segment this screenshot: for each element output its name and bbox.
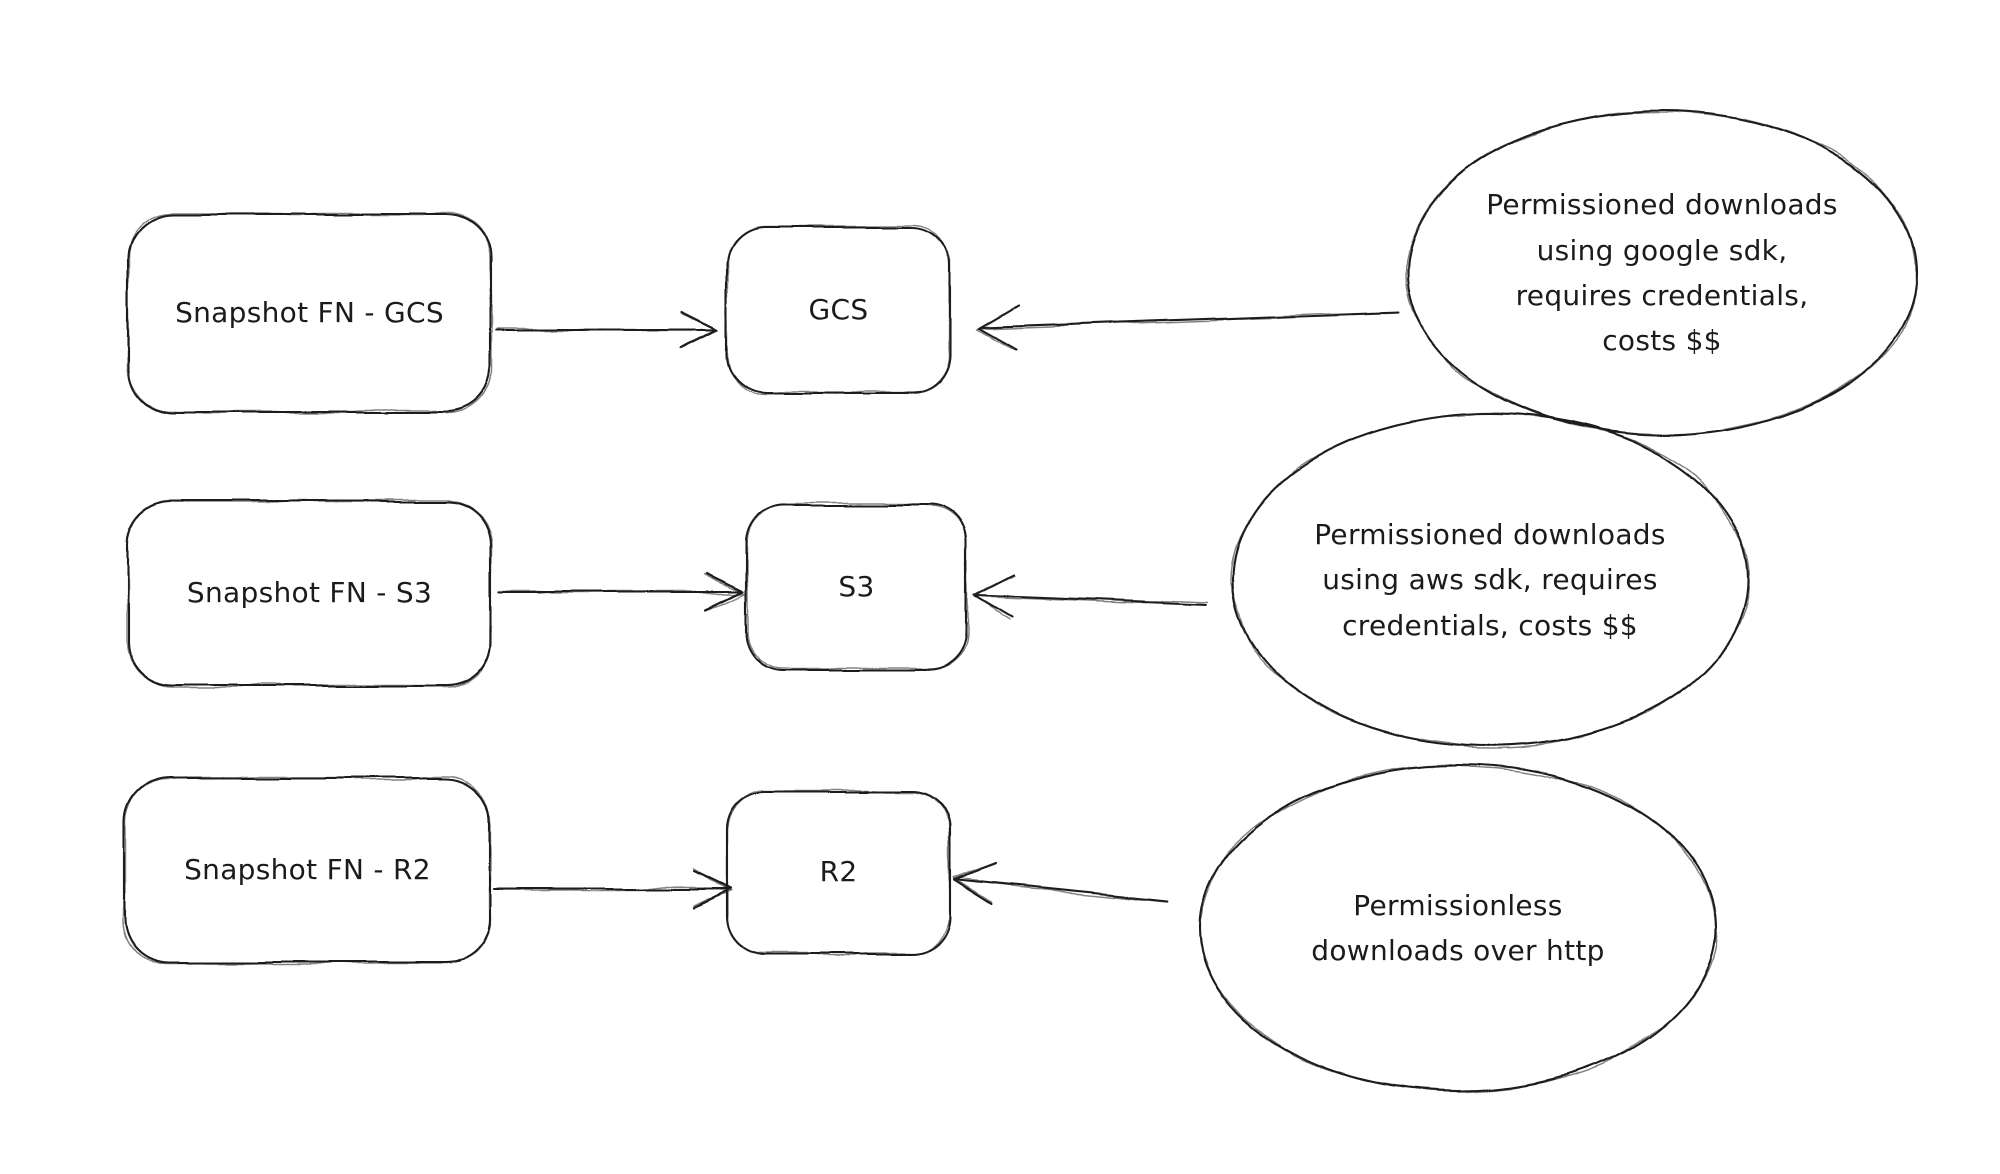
- diagram-ink-pass-1: [123, 109, 1919, 1093]
- diagram-ink-pass-2: [124, 110, 1918, 1092]
